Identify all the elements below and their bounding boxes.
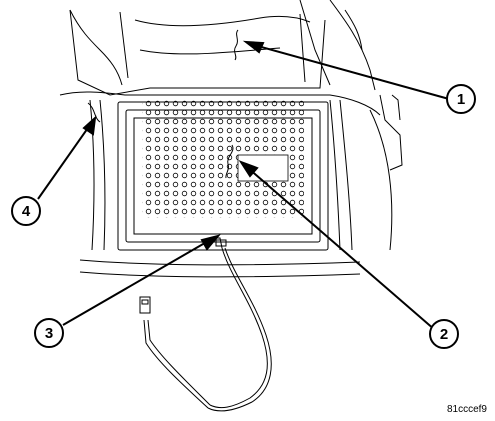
seat-back [69, 0, 376, 96]
wire-hook-marks [87, 29, 239, 179]
callout-1: 1 [446, 84, 476, 114]
callout-3: 3 [34, 318, 64, 348]
seat-cushion [59, 91, 403, 278]
callout-1-label: 1 [457, 91, 465, 108]
figure-id: 81cccef9 [446, 404, 487, 415]
heater-wire-harness [139, 237, 272, 412]
callout-2-label: 2 [440, 326, 448, 343]
leader-lines [37, 40, 450, 331]
callout-2: 2 [429, 319, 459, 349]
callout-3-label: 3 [45, 325, 53, 342]
callout-4: 4 [11, 196, 41, 226]
callout-4-label: 4 [22, 203, 31, 220]
